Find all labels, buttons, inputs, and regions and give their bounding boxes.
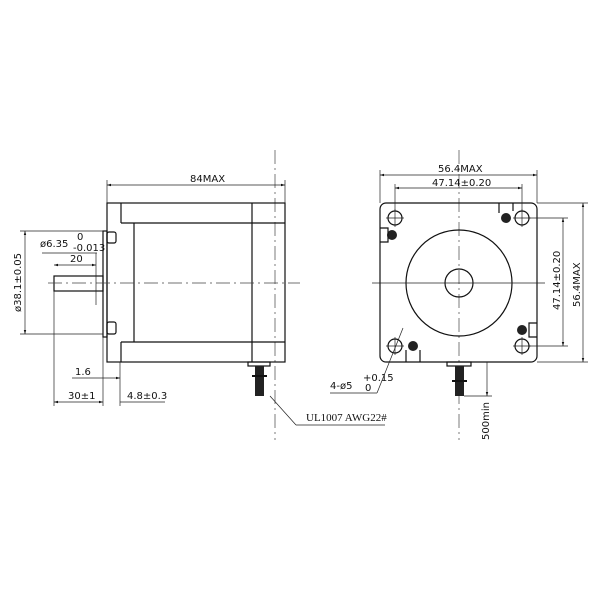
dim-pilot-diameter: ø38.1±0.05 (13, 253, 24, 312)
shaft-tol-lower: -0.013 (73, 243, 105, 254)
dim-shaft-length: 30±1 (68, 391, 95, 402)
holes-tol-upper: +0.15 (363, 373, 394, 384)
cable-spec: UL1007 AWG22# (306, 412, 387, 424)
dim-width: 56.4MAX (438, 164, 483, 175)
screws (387, 213, 527, 351)
dim-length: 84MAX (190, 174, 225, 185)
front-view: 56.4MAX 47.14±0.20 47.14±0.20 56.4MAX 4-… (330, 164, 588, 440)
dim-holes: 4-ø5 (330, 381, 352, 392)
dim-flange: 4.8±0.3 (127, 391, 167, 402)
dim-shaft-flat: 20 (70, 254, 83, 265)
cable-stub (247, 361, 271, 396)
dim-height: 56.4MAX (572, 262, 583, 307)
dim-shaft-diameter: ø6.35 (40, 239, 68, 250)
mount-holes (386, 209, 531, 355)
dim-hole-spacing-v: 47.14±0.20 (552, 251, 563, 310)
dim-hole-spacing-h: 47.14±0.20 (432, 178, 491, 189)
holes-tol-lower: 0 (365, 383, 371, 394)
side-view: 84MAX ø38.1±0.05 ø6.35 0 -0.013 20 1.6 3… (13, 174, 387, 426)
dim-lead-length: 500min (481, 402, 492, 440)
dim-pilot-depth: 1.6 (75, 367, 91, 378)
cable-stub (446, 361, 472, 396)
shaft-tol-upper: 0 (77, 232, 83, 243)
